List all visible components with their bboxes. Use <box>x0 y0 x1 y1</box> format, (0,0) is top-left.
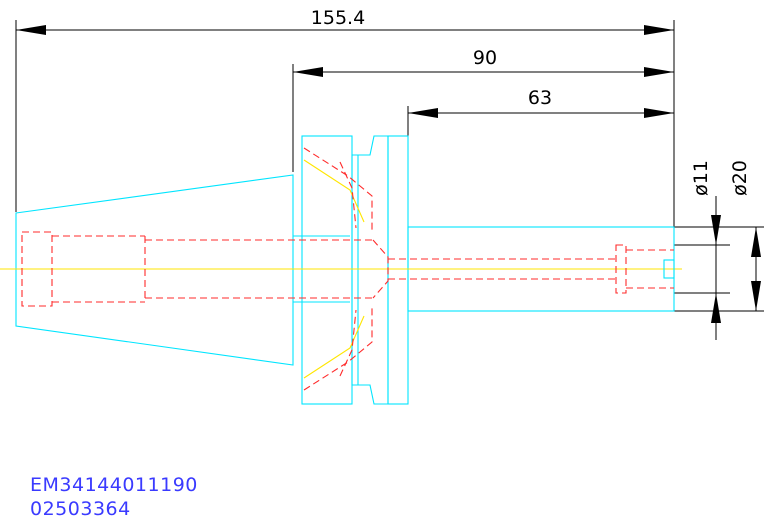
arrowhead-left <box>408 108 438 118</box>
dimension-text-63: 63 <box>528 87 552 109</box>
construction-lines <box>0 159 682 379</box>
flange-chamfer-bottom <box>303 306 373 391</box>
dimension-text-dia11: ø11 <box>690 160 712 196</box>
dimension-text-155-4: 155.4 <box>311 7 365 29</box>
arrowhead-bottom <box>751 281 761 311</box>
part-number-label: EM34144011190 <box>30 474 198 496</box>
flange-right <box>387 135 409 405</box>
nozzle-tip <box>663 259 675 279</box>
arrowhead-right <box>644 25 674 35</box>
arrowhead-left <box>16 25 46 35</box>
arrowhead-bottom <box>711 293 721 323</box>
taper-shank <box>15 174 294 366</box>
dimension-length-63: 63 <box>407 87 674 136</box>
hidden-lines <box>21 147 675 391</box>
arrowhead-top <box>751 227 761 257</box>
dimension-diameter-20: ø20 <box>674 160 764 312</box>
chamfer-construction-bottom <box>303 315 365 379</box>
bore-cone <box>372 239 389 299</box>
chamfer-construction-top <box>303 159 365 223</box>
dimension-overall-length: 155.4 <box>15 7 675 230</box>
v-groove <box>351 135 389 405</box>
tool-holder-outline <box>15 135 675 405</box>
arrowhead-left <box>293 67 323 77</box>
arrowhead-right <box>644 67 674 77</box>
arrowhead-top <box>711 215 721 245</box>
nozzle-recess <box>615 244 627 294</box>
flange-chamfer-inner-top <box>339 161 357 229</box>
dimension-length-90: 90 <box>292 47 674 172</box>
dimension-text-90: 90 <box>473 47 497 69</box>
flange-chamfer-top <box>303 147 373 232</box>
dimension-diameter-11: ø11 <box>674 160 730 340</box>
arrowhead-right <box>644 108 674 118</box>
code-label: 02503364 <box>30 498 131 520</box>
flange-chamfer-inner-bottom <box>339 309 357 377</box>
dimension-text-dia20: ø20 <box>729 160 751 196</box>
rear-counterbore <box>21 231 53 307</box>
